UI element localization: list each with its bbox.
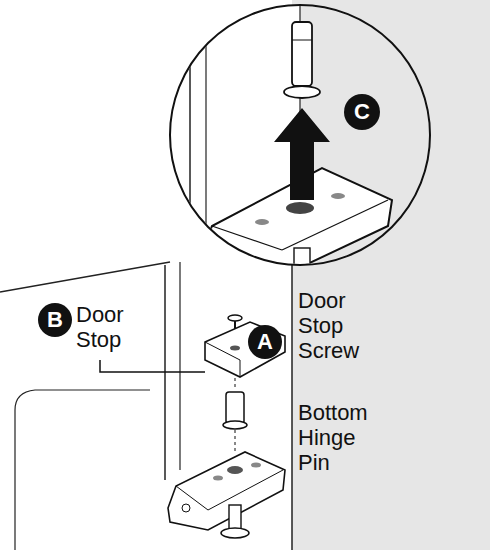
plate-hole <box>213 476 223 481</box>
dashed-guide <box>235 430 236 452</box>
callout-letter: A <box>257 331 273 353</box>
plate-edge <box>205 342 240 360</box>
rivet <box>182 504 190 512</box>
plate-hole <box>286 202 314 214</box>
pin-detail <box>292 40 312 41</box>
plate-edge <box>240 360 241 377</box>
hinge-pin <box>292 22 312 86</box>
bolt-head <box>221 528 249 538</box>
hinge-pin <box>226 392 244 424</box>
plate-hole <box>230 346 240 351</box>
zoom-circle <box>170 5 430 265</box>
plate-hole <box>255 219 269 225</box>
plate-edge <box>208 470 283 510</box>
dashed-guide <box>235 378 236 390</box>
hinge-plate <box>168 452 285 530</box>
panel-edge <box>291 265 293 550</box>
screw-head <box>228 315 242 321</box>
leader-line <box>100 360 205 372</box>
oven-frame <box>205 0 206 280</box>
plate-hole <box>331 193 345 199</box>
callout-circle: A <box>248 325 282 359</box>
pin-washer <box>223 421 247 429</box>
callout-circle: B <box>38 303 72 337</box>
lift-arrow <box>274 108 330 200</box>
callout-letter: B <box>47 309 63 331</box>
pin-washer <box>284 86 320 98</box>
oven-edge <box>0 262 170 292</box>
plate-edge <box>176 486 208 510</box>
oven-frame <box>179 262 180 470</box>
hinge-bolt <box>294 248 310 278</box>
plate-hole <box>227 466 243 474</box>
part-name: Door Stop <box>76 302 136 352</box>
oven-frame <box>189 0 191 280</box>
callout-letter: C <box>354 101 370 123</box>
zoom-detail <box>190 0 490 280</box>
hinge-bolt <box>229 505 241 529</box>
door-stop-plate <box>205 322 285 377</box>
plate-hole <box>251 463 261 468</box>
callout-circle: C <box>344 94 380 130</box>
part-name: Bottom Hinge Pin <box>298 400 388 475</box>
plate-edge <box>212 226 282 250</box>
oven-window-frame <box>15 390 150 550</box>
part-name: Door Stop Screw <box>298 288 388 363</box>
